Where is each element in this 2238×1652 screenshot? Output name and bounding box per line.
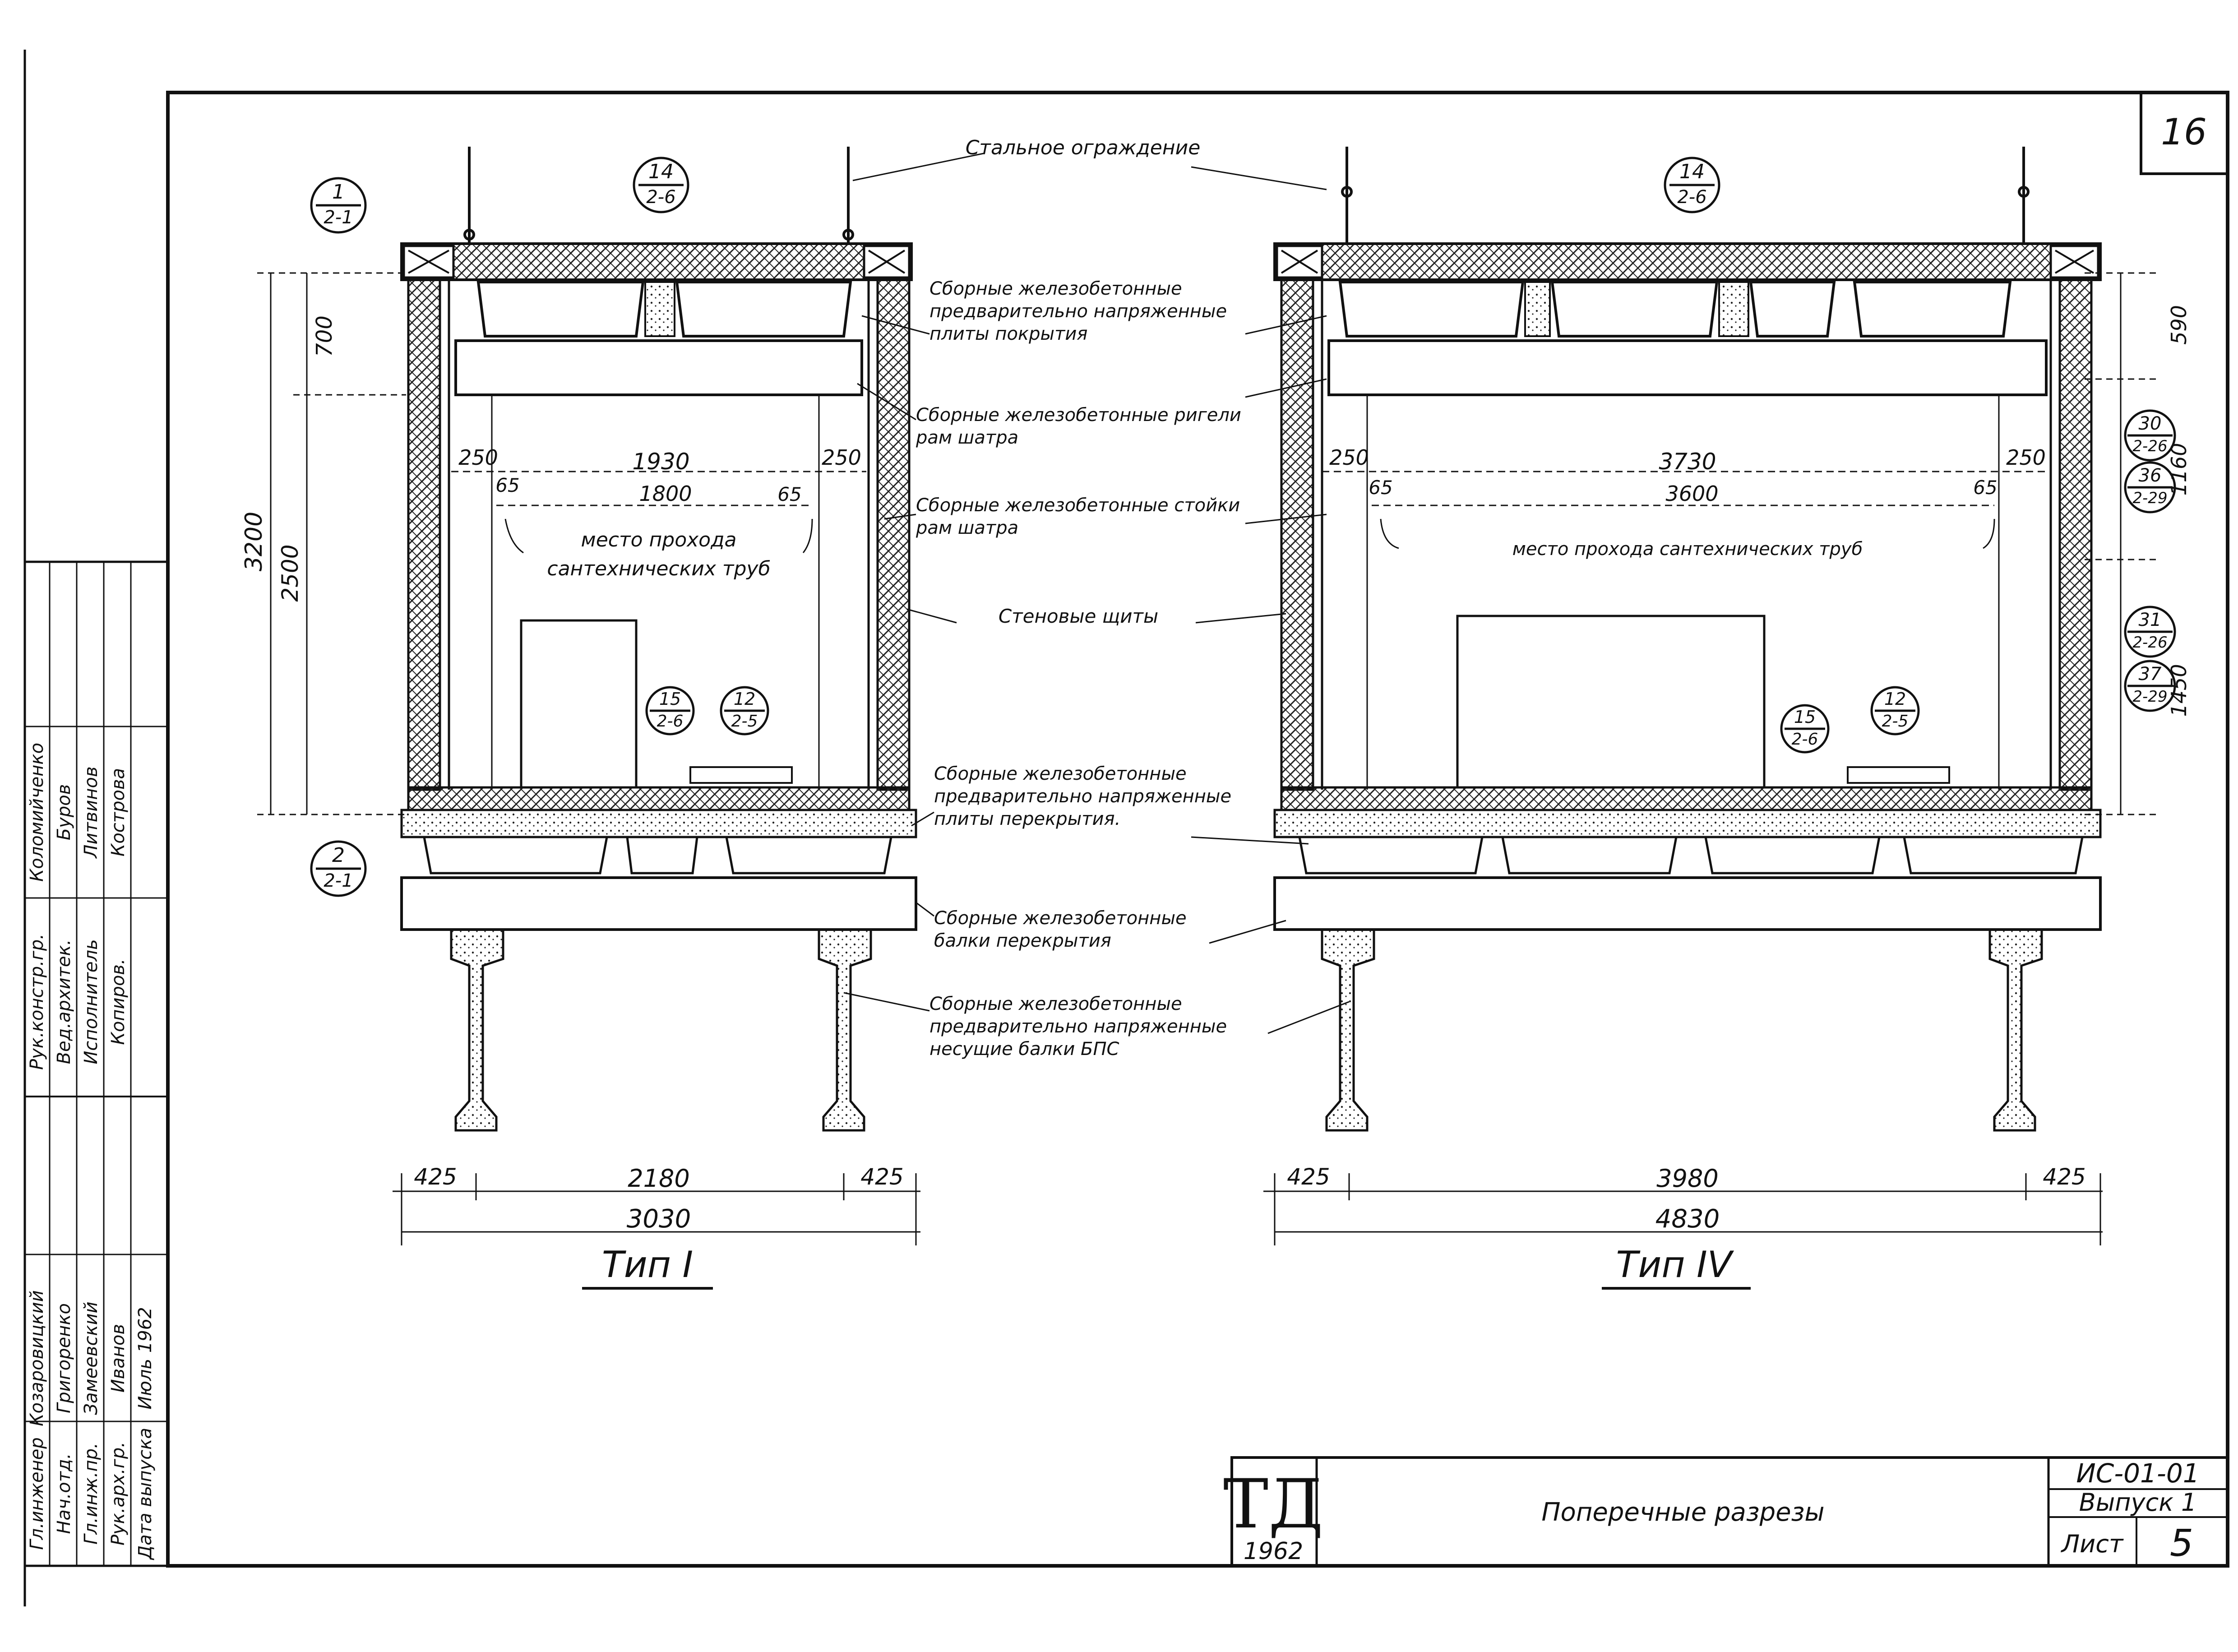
pipe-passage-label-4: место прохода сантехнических труб <box>1512 539 1863 560</box>
sheet-number: 5 <box>2170 1522 2193 1565</box>
dim-3730: 3730 <box>1659 449 1716 475</box>
approval-name: Буров <box>54 784 74 841</box>
approval-role: Копиров. <box>108 958 129 1045</box>
series-code: ИС-01-01 <box>2076 1458 2199 1489</box>
ref4-12-top: 12 <box>1884 689 1906 709</box>
ref4-15-bottom: 2-6 <box>1792 730 1818 749</box>
section-type-1: 1 2-1 14 2-6 15 2-6 12 2-5 2 2-1 700 320… <box>240 147 920 1290</box>
ref-12-bottom: 2-5 <box>731 712 758 731</box>
callout-tent-posts: Сборные железобетонные стойки рам шатра <box>916 495 1240 538</box>
approval-name: Коломийченко <box>27 743 47 882</box>
dim-1450: 1450 <box>2167 664 2191 717</box>
dim-3600: 3600 <box>1665 481 1718 506</box>
approval-role: Вед.архитек. <box>54 939 74 1064</box>
dim-3980: 3980 <box>1656 1164 1718 1193</box>
stamp-year: 1962 <box>1244 1538 1303 1565</box>
callout-steel-fence: Стальное ограждение <box>965 136 1201 159</box>
dim4-250-right: 250 <box>2006 445 2046 470</box>
ref4-30-bottom: 2-26 <box>2132 437 2167 455</box>
approval-name: Замеевский <box>81 1301 102 1415</box>
dim4-425-right: 425 <box>2043 1164 2085 1190</box>
approval-name: Григоренко <box>54 1303 74 1413</box>
corner-sheet-number: 16 <box>2161 111 2207 153</box>
issue-label: Выпуск 1 <box>2079 1488 2197 1517</box>
callout-floor-slabs: Сборные железобетонные предварительно на… <box>934 764 1232 829</box>
pipe-passage-label: место прохода сантехнических труб <box>547 528 771 580</box>
dim-1800: 1800 <box>639 481 692 506</box>
ref-15-bottom: 2-6 <box>657 712 684 731</box>
approval-role: Рук.констр.гр. <box>27 934 47 1070</box>
ref-2-top: 2 <box>332 844 345 867</box>
ref-1-top: 1 <box>332 180 345 204</box>
dim-4830: 4830 <box>1655 1204 1720 1234</box>
approval-name: Иванов <box>108 1324 129 1393</box>
callout-wall-panels: Стеновые щиты <box>998 605 1159 627</box>
approval-role: Нач.отд. <box>54 1453 74 1534</box>
dim-425-left: 425 <box>414 1164 457 1190</box>
section-type-4: 14 2-6 30 2-26 36 2-29 31 2-26 37 2-29 1… <box>1263 147 2191 1290</box>
dim-250-right: 250 <box>822 445 861 470</box>
dim-590: 590 <box>2167 305 2191 345</box>
type-4-title: Тип IV <box>1616 1244 1734 1286</box>
ref4-36-top: 36 <box>2139 465 2162 486</box>
title-block <box>1230 1456 2229 1567</box>
ref4-30-top: 30 <box>2139 413 2162 434</box>
approval-name: Козаровицкий <box>27 1290 47 1426</box>
callout-roof-slabs: Сборные железобетонные предварительно на… <box>929 278 1227 344</box>
type-1-title: Тип I <box>602 1244 693 1286</box>
sheet-label: Лист <box>2061 1530 2124 1558</box>
approval-name: Июль 1962 <box>135 1307 156 1409</box>
dim-250-left: 250 <box>458 445 498 470</box>
callout-floor-beams: Сборные железобетонные балки перекрытия <box>934 908 1187 951</box>
approval-name: Кострова <box>108 768 129 856</box>
approval-role: Гл.инж.пр. <box>81 1443 102 1545</box>
stamp-logo: ТД <box>1223 1465 1323 1544</box>
approval-role: Рук.арх.гр. <box>108 1442 129 1546</box>
ref4-37-bottom: 2-29 <box>2132 688 2167 706</box>
dim-65-left: 65 <box>495 474 519 496</box>
dim-425-right: 425 <box>860 1164 903 1190</box>
callout-tent-beams: Сборные железобетонные ригели рам шатра <box>916 405 1241 448</box>
ref-14-top: 14 <box>648 160 674 183</box>
ref4-36-bottom: 2-29 <box>2132 489 2167 507</box>
ref4-12-bottom: 2-5 <box>1882 712 1909 731</box>
ref-15-top: 15 <box>659 689 681 709</box>
dim-1160: 1160 <box>2167 443 2191 495</box>
dim4-425-left: 425 <box>1287 1164 1330 1190</box>
approval-role: Исполнитель <box>81 939 102 1064</box>
dim-1930: 1930 <box>632 449 689 475</box>
ref4-31-top: 31 <box>2139 610 2162 630</box>
ref4-37-top: 37 <box>2139 664 2162 685</box>
ref-2-bottom: 2-1 <box>324 870 353 891</box>
ref-14-bottom: 2-6 <box>646 187 675 208</box>
dim4-65-left: 65 <box>1369 477 1392 499</box>
ref4-31-bottom: 2-26 <box>2132 634 2167 652</box>
dim-65-right: 65 <box>777 483 801 505</box>
ref4-14-bottom: 2-6 <box>1677 187 1706 208</box>
callout-leaders <box>843 153 1350 1034</box>
ref-12-top: 12 <box>734 689 755 709</box>
dim4-65-right: 65 <box>1973 477 1997 499</box>
drawing-title: Поперечные разрезы <box>1541 1498 1824 1527</box>
approval-name: Литвинов <box>81 766 102 859</box>
dim-700: 700 <box>312 315 337 357</box>
callout-bearing-beams: Сборные железобетонные предварительно на… <box>929 994 1227 1060</box>
dim-2500: 2500 <box>277 544 303 602</box>
dim4-250-left: 250 <box>1329 445 1369 470</box>
dim-3030: 3030 <box>627 1204 691 1234</box>
ref-1-bottom: 2-1 <box>324 207 353 228</box>
dim-2180: 2180 <box>628 1164 689 1193</box>
approval-role: Гл.инженер <box>27 1437 47 1550</box>
ref4-15-top: 15 <box>1794 707 1816 727</box>
approval-role: Дата выпуска <box>135 1428 156 1560</box>
callout-labels: Стальное ограждение Сборные железобетонн… <box>916 136 1241 1060</box>
dim-3200: 3200 <box>240 512 268 571</box>
ref4-14-top: 14 <box>1679 160 1705 183</box>
